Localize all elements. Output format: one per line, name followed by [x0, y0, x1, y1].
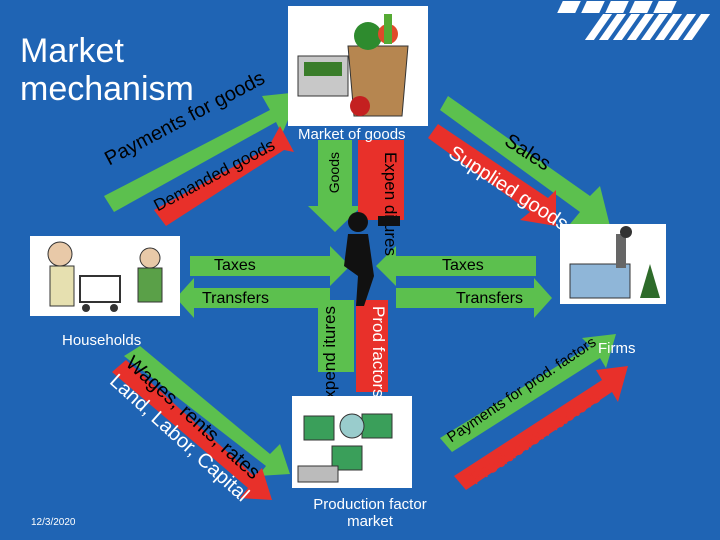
slide-title: Market mechanism [20, 32, 194, 108]
transfers-left-arrow [176, 278, 330, 318]
land-labor-capital-arrow [112, 360, 272, 500]
shopper-icon [30, 236, 180, 316]
households-label: Households [62, 332, 142, 349]
payments-for-goods-arrow [104, 92, 300, 212]
transfers-left-label: Transfers [202, 290, 269, 307]
factor-market-label: Production factor market [313, 496, 427, 530]
transfers-right-arrow [396, 278, 552, 318]
production-factors-arrow [454, 366, 628, 490]
slide-date: 12/3/2020 [31, 517, 76, 528]
worker-icon [344, 212, 400, 306]
firms-label: Firms [598, 340, 636, 357]
payments-prod-factors-arrow [440, 334, 616, 452]
transfers-right-label: Transfers [456, 290, 523, 307]
goods-label: Goods [326, 152, 342, 194]
sales-arrow [440, 96, 610, 226]
expenditures-bottom-label: Expend itures [320, 306, 339, 410]
demanded-goods-arrow [154, 126, 294, 226]
supplied-goods-arrow [428, 124, 556, 226]
taxes-left-label: Taxes [214, 257, 256, 274]
taxes-right-arrow [376, 246, 536, 286]
prod-factors-label: Prod factors [369, 306, 388, 398]
taxes-left-arrow [190, 246, 350, 286]
expenditures-top-arrow [358, 140, 404, 220]
expenditures-top-label: Expen ditures [381, 152, 400, 256]
goods-arrow [308, 140, 362, 232]
wages-arrow [124, 346, 290, 476]
office-clutter-icon [292, 396, 412, 488]
taxes-right-label: Taxes [442, 257, 484, 274]
prod-factors-arrow [356, 300, 388, 392]
expenditures-bottom-arrow [318, 300, 354, 372]
grocery-basket-icon [288, 6, 428, 126]
market-goods-label: Market of goods [298, 126, 406, 143]
factory-icon [560, 224, 666, 304]
